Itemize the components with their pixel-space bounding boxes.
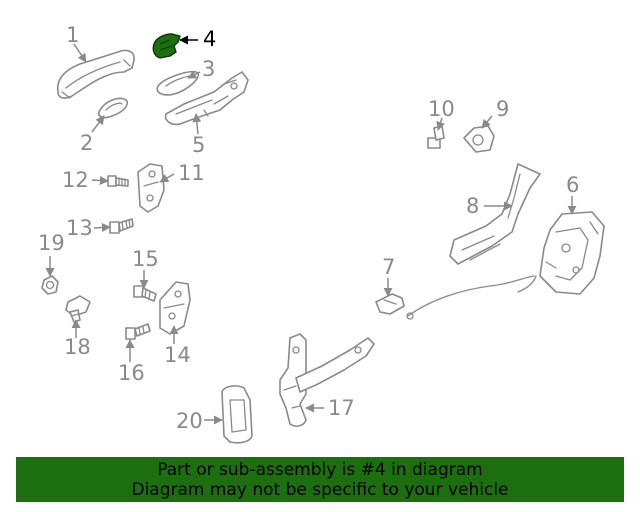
part-20-stopper-pad[interactable] [221, 385, 253, 444]
part-19-nut[interactable] [41, 275, 59, 295]
callout-4[interactable]: 4 [203, 27, 216, 51]
info-banner: Part or sub-assembly is #4 in diagram Di… [16, 457, 624, 502]
part-9-striker[interactable] [463, 125, 495, 153]
callout-2[interactable]: 2 [80, 131, 93, 155]
part-5-handle-frame[interactable] [164, 71, 249, 126]
callout-5[interactable]: 5 [192, 133, 205, 157]
latch-rod [517, 275, 537, 293]
latch-cable [407, 275, 535, 317]
cable-end [406, 312, 414, 320]
callout-11[interactable]: 11 [178, 161, 205, 185]
part-13-bolt[interactable] [109, 218, 134, 234]
part-2-gasket[interactable] [97, 97, 128, 119]
callout-6[interactable]: 6 [566, 173, 579, 197]
parts-diagram: 1 2 3 4 5 6 7 8 9 10 11 12 13 14 15 16 1… [38, 23, 605, 444]
banner-line-disclaimer: Diagram may not be specific to your vehi… [131, 480, 509, 500]
callout-7[interactable]: 7 [382, 255, 395, 279]
callout-15[interactable]: 15 [132, 247, 159, 271]
part-4-cover-highlighted[interactable] [152, 33, 181, 59]
part-6-door-latch[interactable] [539, 211, 605, 295]
part-18-bolt[interactable] [65, 295, 91, 323]
part-11-bracket[interactable] [137, 163, 165, 213]
banner-line-part: Part or sub-assembly is #4 in diagram [157, 460, 483, 480]
leader-lines [45, 35, 577, 425]
callout-16[interactable]: 16 [118, 361, 145, 385]
callout-18[interactable]: 18 [64, 335, 91, 359]
callout-13[interactable]: 13 [66, 216, 93, 240]
part-16-bolt[interactable] [125, 323, 151, 340]
part-10-screw[interactable] [427, 125, 445, 149]
callout-numbers: 1 2 3 4 5 6 7 8 9 10 11 12 13 14 15 16 1… [38, 23, 579, 433]
part-12-bolt[interactable] [107, 175, 129, 187]
callout-19[interactable]: 19 [38, 231, 65, 255]
part-14-hinge-bracket[interactable] [159, 281, 191, 335]
callout-3[interactable]: 3 [202, 57, 215, 81]
callout-20[interactable]: 20 [176, 409, 203, 433]
callout-12[interactable]: 12 [62, 168, 89, 192]
part-17-door-check[interactable] [279, 333, 375, 427]
callout-8[interactable]: 8 [466, 194, 479, 218]
part-7-rod-clip[interactable] [375, 293, 405, 315]
part-15-bolt[interactable] [133, 285, 157, 302]
callout-17[interactable]: 17 [328, 396, 355, 420]
part-1-outside-handle[interactable] [56, 49, 135, 99]
callout-9[interactable]: 9 [496, 97, 509, 121]
part-8-latch-bracket[interactable] [449, 163, 541, 265]
callout-10[interactable]: 10 [428, 97, 455, 121]
callout-1[interactable]: 1 [66, 23, 79, 47]
callout-14[interactable]: 14 [164, 343, 191, 367]
